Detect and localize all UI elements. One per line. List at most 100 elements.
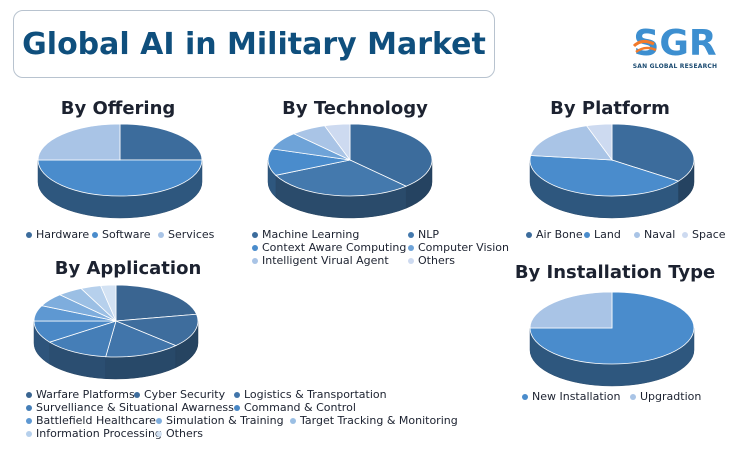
platform-title: By Platform bbox=[550, 98, 670, 119]
pie-slice-others bbox=[100, 284, 117, 322]
offering-title: By Offering bbox=[60, 98, 176, 119]
legend-label: Computer Vision bbox=[418, 241, 510, 254]
installation-pie-chart bbox=[529, 291, 695, 387]
legend-label: Naval bbox=[644, 228, 676, 241]
legend-label: Upgradtion bbox=[640, 390, 702, 403]
legend-swatch bbox=[26, 417, 32, 424]
legend-item-software: Software bbox=[92, 228, 151, 241]
legend-item-warfare-platforms: Warfare Platforms bbox=[26, 388, 135, 401]
legend-item-upgradtion: Upgradtion bbox=[630, 390, 701, 403]
pie-slice-naval bbox=[530, 125, 613, 161]
pie-slice-land bbox=[529, 155, 680, 197]
legend-item-services: Services bbox=[158, 228, 214, 241]
legend-swatch bbox=[408, 244, 414, 251]
pie-slice-machine-learning bbox=[349, 123, 433, 187]
installation-legend: New Installation Upgradtion bbox=[522, 390, 722, 406]
legend-swatch bbox=[252, 244, 258, 251]
application-pie-chart bbox=[33, 284, 199, 380]
legend-swatch bbox=[682, 231, 688, 238]
legend-swatch bbox=[26, 430, 32, 437]
legend-item-battlefield-healthcare: Battlefield Healthcare bbox=[26, 414, 156, 427]
legend-swatch bbox=[634, 231, 640, 238]
legend-swatch bbox=[522, 393, 528, 400]
legend-label: Warfare Platforms bbox=[36, 388, 135, 401]
legend-swatch bbox=[234, 404, 240, 411]
legend-label: Context Aware Computing bbox=[262, 241, 407, 254]
installation-title: By Installation Type bbox=[514, 262, 716, 283]
legend-label: Machine Learning bbox=[262, 228, 360, 241]
legend-label: Others bbox=[418, 254, 455, 267]
sgr-logo-mark: SGR bbox=[632, 23, 717, 62]
pie-side-walls bbox=[33, 320, 199, 380]
legend-item-naval: Naval bbox=[634, 228, 675, 241]
legend-swatch bbox=[408, 257, 414, 264]
legend-swatch bbox=[252, 231, 258, 238]
pie-slice-others bbox=[323, 123, 351, 162]
legend-swatch bbox=[26, 404, 32, 411]
legend-item-space: Space bbox=[682, 228, 726, 241]
legend-swatch bbox=[158, 231, 164, 238]
legend-label: Air Bone bbox=[536, 228, 583, 241]
legend-label: Battlefield Healthcare bbox=[36, 414, 156, 427]
legend-label: Command & Control bbox=[244, 401, 356, 414]
legend-item-new-installation: New Installation bbox=[522, 390, 620, 403]
legend-item-intelligent-virual-agent: Intelligent Virual Agent bbox=[252, 254, 389, 267]
legend-item-nlp: NLP bbox=[408, 228, 439, 241]
pie-slice-cyber-security bbox=[115, 313, 199, 347]
legend-swatch bbox=[156, 417, 162, 424]
legend-item-context-aware-computing: Context Aware Computing bbox=[252, 241, 406, 254]
legend-swatch bbox=[252, 257, 258, 264]
legend-item-information-processing: Information Processing bbox=[26, 427, 162, 440]
application-legend: Warfare Platforms Cyber Security Logistics… bbox=[26, 388, 466, 444]
legend-item-command-and-control: Command & Control bbox=[234, 401, 356, 414]
pie-slice-warfare-platforms bbox=[115, 284, 198, 322]
pie-slice-survelliance-and-situational-awarness bbox=[48, 320, 117, 358]
pie-slice-hardware bbox=[119, 123, 203, 161]
legend-label: New Installation bbox=[532, 390, 621, 403]
sgr-logo: SGR SAN GLOBAL RESEARCH bbox=[628, 22, 722, 76]
legend-label: Hardware bbox=[36, 228, 90, 241]
title-box: Global AI in Military Market bbox=[13, 10, 495, 78]
legend-swatch bbox=[26, 391, 32, 398]
legend-item-machine-learning: Machine Learning bbox=[252, 228, 359, 241]
technology-title: By Technology bbox=[282, 98, 428, 119]
pie-slice-software bbox=[37, 159, 203, 197]
legend-label: Software bbox=[102, 228, 151, 241]
pie-slice-air-bone bbox=[611, 123, 695, 182]
technology-legend: Machine Learning NLP Context Aware Computi… bbox=[252, 228, 512, 270]
offering-pie-chart bbox=[37, 123, 203, 219]
legend-item-land: Land bbox=[584, 228, 621, 241]
legend-label: Intelligent Virual Agent bbox=[262, 254, 389, 267]
legend-label: Cyber Security bbox=[144, 388, 226, 401]
application-title: By Application bbox=[54, 258, 202, 279]
legend-swatch bbox=[234, 391, 240, 398]
legend-swatch bbox=[408, 231, 414, 238]
legend-swatch bbox=[290, 417, 296, 424]
legend-swatch bbox=[26, 231, 32, 238]
pie-slice-space bbox=[585, 123, 613, 162]
legend-label: Simulation & Training bbox=[166, 414, 284, 427]
legend-swatch bbox=[134, 391, 140, 398]
legend-label: Target Tracking & Monitoring bbox=[300, 414, 458, 427]
legend-item-computer-vision: Computer Vision bbox=[408, 241, 509, 254]
pie-slice-logistics-and-transportation bbox=[105, 320, 177, 358]
legend-item-target-tracking-and-monitoring: Target Tracking & Monitoring bbox=[290, 414, 458, 427]
legend-label: Others bbox=[166, 427, 203, 440]
legend-label: NLP bbox=[418, 228, 439, 241]
technology-pie-chart bbox=[267, 123, 433, 219]
logo-subtext: SAN GLOBAL RESEARCH bbox=[632, 63, 718, 70]
legend-label: Space bbox=[692, 228, 726, 241]
legend-label: Logistics & Transportation bbox=[244, 388, 387, 401]
legend-swatch bbox=[156, 430, 162, 437]
legend-item-others: Others bbox=[408, 254, 455, 267]
pie-slice-new-installation bbox=[529, 291, 695, 365]
page-title: Global AI in Military Market bbox=[22, 26, 486, 62]
legend-item-air-bone: Air Bone bbox=[526, 228, 583, 241]
legend-item-survelliance-and-situational-awarness: Survelliance & Situational Awarness bbox=[26, 401, 234, 414]
offering-legend: Hardware Software Services bbox=[26, 228, 226, 244]
legend-item-hardware: Hardware bbox=[26, 228, 89, 241]
legend-label: Survelliance & Situational Awarness bbox=[36, 401, 234, 414]
legend-item-simulation-and-training: Simulation & Training bbox=[156, 414, 284, 427]
legend-swatch bbox=[92, 231, 98, 238]
